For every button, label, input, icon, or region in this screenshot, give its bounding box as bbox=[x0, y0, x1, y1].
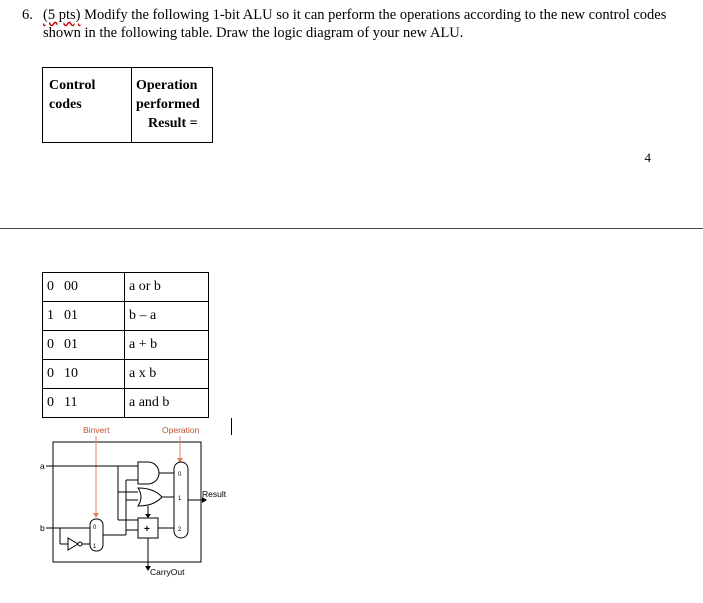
alu-boundary bbox=[52, 441, 202, 563]
or-gate bbox=[137, 487, 163, 507]
binvert-arrow bbox=[93, 513, 99, 518]
input-a-label: a bbox=[40, 461, 45, 471]
adder-plus: + bbox=[144, 524, 150, 535]
result-arrow bbox=[202, 497, 207, 503]
operation-cell: b – a bbox=[124, 301, 209, 331]
page-number: 4 bbox=[644, 150, 652, 165]
control-code-cell: 0 11 bbox=[42, 388, 125, 418]
alu-logic-diagram: Binvert Operation a b Result CarryOut 0 … bbox=[40, 425, 227, 577]
carryout-arrow bbox=[145, 566, 151, 571]
header-operation-label: Operation bbox=[136, 78, 198, 93]
header-performed-label: performed bbox=[136, 97, 200, 112]
input-b-label: b bbox=[40, 523, 45, 533]
bmux-input-1: 1 bbox=[93, 544, 97, 550]
binvert-mux bbox=[89, 518, 104, 552]
question-text: Modify the following 1-bit ALU so it can… bbox=[43, 7, 667, 41]
operation-label: Operation bbox=[162, 425, 200, 435]
question-points: (5 pts) bbox=[43, 7, 81, 23]
operation-code: 11 bbox=[64, 395, 78, 410]
header-codes-label: codes bbox=[49, 97, 82, 112]
operation-arrow bbox=[177, 458, 183, 463]
operation-cell: a x b bbox=[124, 359, 209, 389]
page-divider bbox=[0, 228, 703, 229]
operation-code: 01 bbox=[64, 337, 78, 352]
binvert-bit: 0 bbox=[47, 395, 54, 410]
question-text-wrapper: (5 pts) Modify the following 1-bit ALU s… bbox=[43, 6, 683, 42]
operation-cell: a + b bbox=[124, 330, 209, 360]
operation-code: 00 bbox=[64, 279, 78, 294]
table-row: 1 01 b – a bbox=[42, 301, 209, 331]
control-code-cell: 1 01 bbox=[42, 301, 125, 331]
header-control-codes: Control codes bbox=[42, 67, 132, 143]
mux-input-0: 0 bbox=[178, 472, 182, 478]
carryin-arrow bbox=[145, 514, 151, 518]
question-number: 6. bbox=[22, 7, 33, 23]
carryout-label: CarryOut bbox=[150, 567, 185, 577]
mux-input-1: 1 bbox=[178, 496, 182, 502]
binvert-bit: 0 bbox=[47, 337, 54, 352]
and-gate bbox=[137, 461, 160, 485]
operation-code: 10 bbox=[64, 366, 78, 381]
binvert-bit: 1 bbox=[47, 308, 54, 323]
operation-cell: a or b bbox=[124, 272, 209, 302]
inverter-triangle bbox=[67, 537, 79, 551]
table-row: 0 11 a and b bbox=[42, 388, 209, 418]
control-code-cell: 0 01 bbox=[42, 330, 125, 360]
mux-input-2: 2 bbox=[178, 527, 182, 533]
result-label: Result bbox=[202, 489, 227, 499]
operation-cell: a and b bbox=[124, 388, 209, 418]
header-result-label: Result = bbox=[148, 116, 198, 131]
binvert-bit: 0 bbox=[47, 279, 54, 294]
binvert-label: Binvert bbox=[83, 425, 110, 435]
operation-code: 01 bbox=[64, 308, 78, 323]
inverter-bubble bbox=[77, 541, 83, 547]
table-row: 0 01 a + b bbox=[42, 330, 209, 360]
bmux-input-0: 0 bbox=[93, 525, 97, 531]
text-cursor bbox=[231, 418, 232, 435]
table-row: 0 10 a x b bbox=[42, 359, 209, 389]
control-header-table: Control codes Operation performed Result… bbox=[42, 67, 213, 143]
header-control-label: Control bbox=[49, 78, 96, 93]
control-code-cell: 0 10 bbox=[42, 359, 125, 389]
binvert-bit: 0 bbox=[47, 366, 54, 381]
header-operation: Operation performed Result = bbox=[131, 67, 213, 143]
